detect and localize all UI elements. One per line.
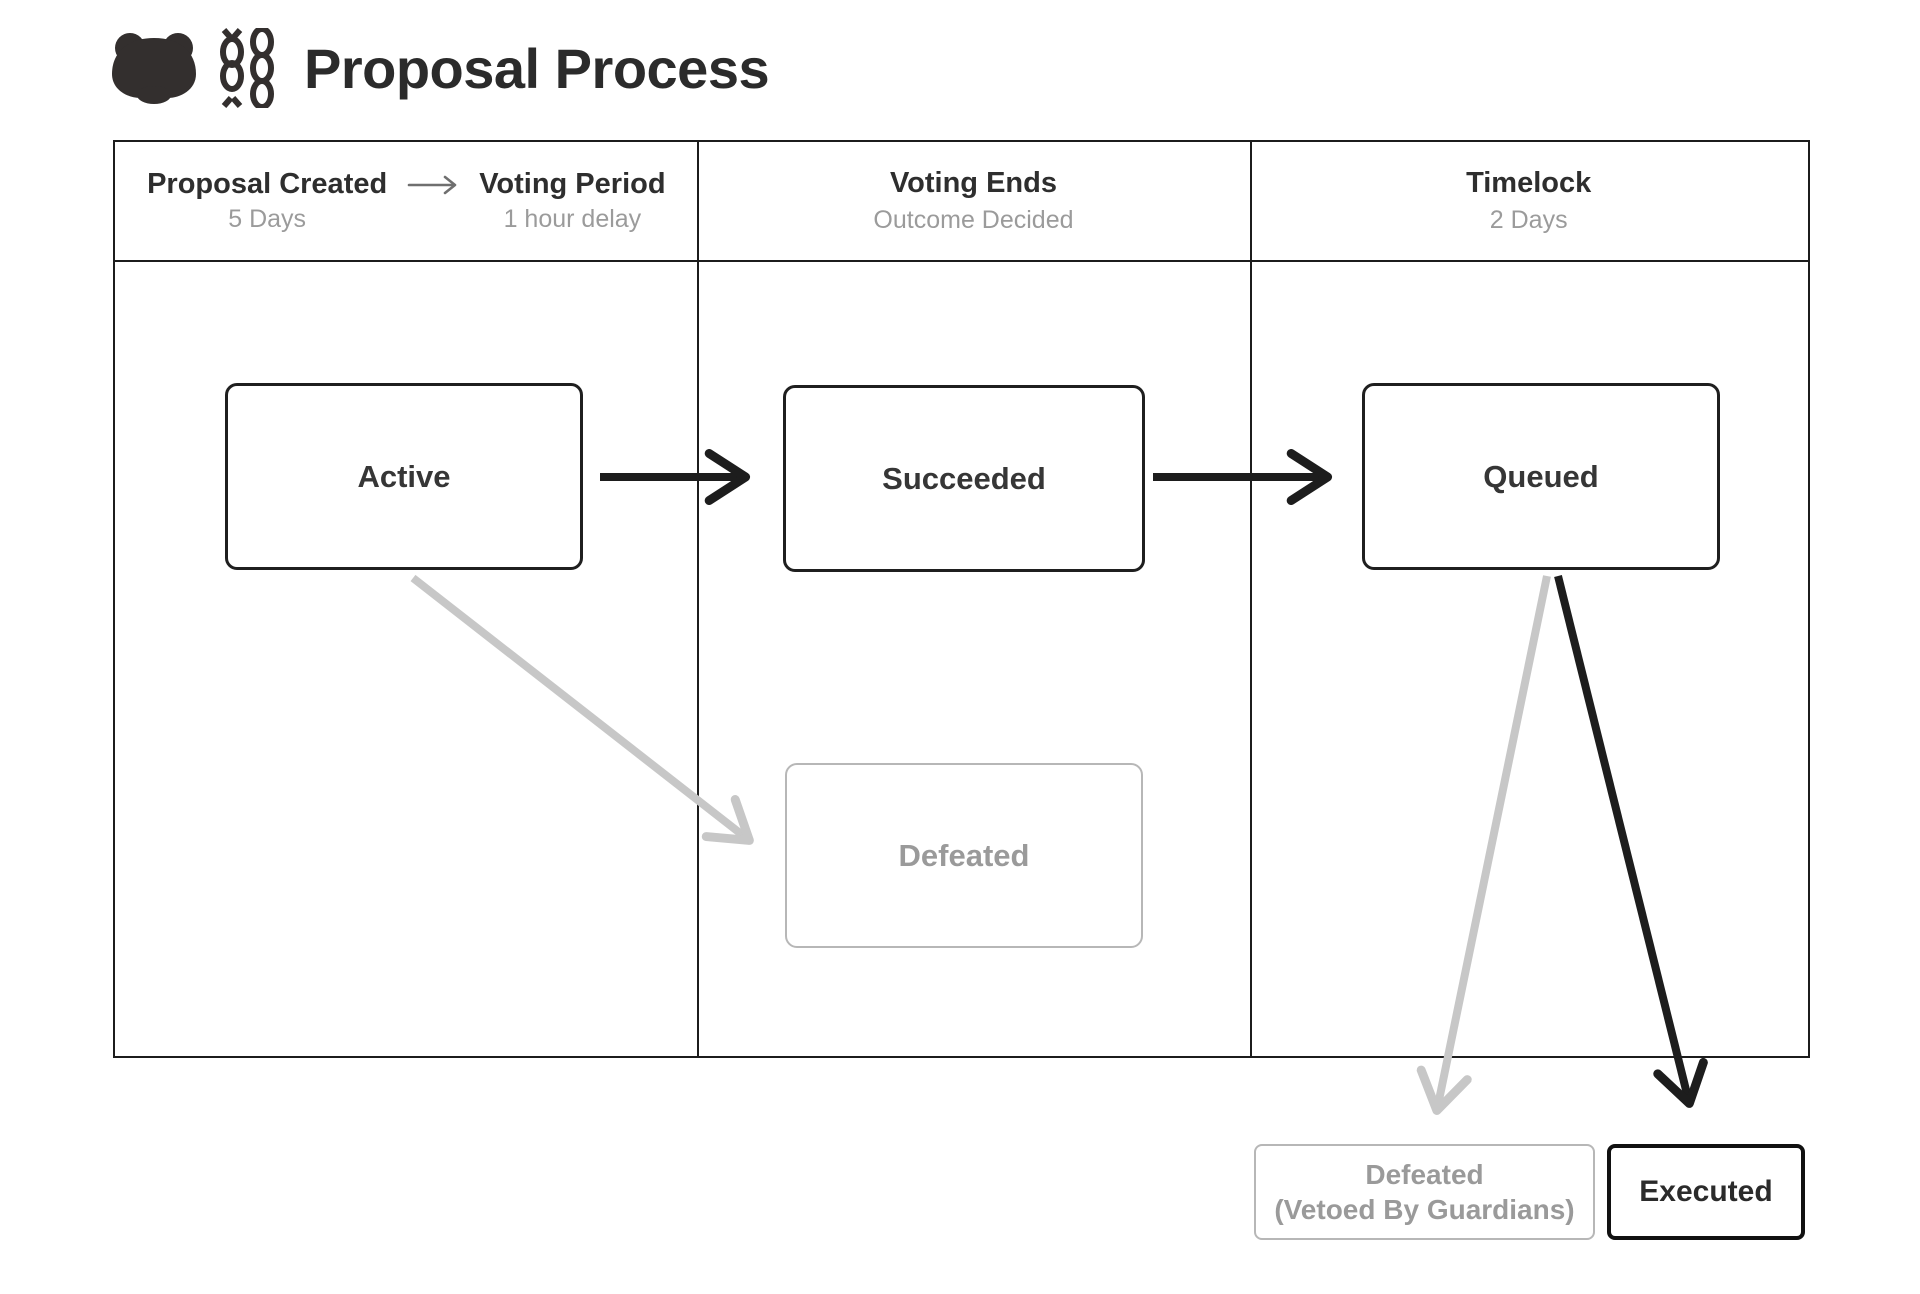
state-box-active: Active [225,383,583,570]
state-label: Active [357,458,451,494]
state-box-defeated-vetoed: Defeated (Vetoed By Guardians) [1254,1144,1595,1240]
header-title: Voting Period [479,168,666,200]
header-subtitle: 2 Days [1489,206,1568,234]
state-box-defeated: Defeated [785,763,1143,948]
column-divider-1 [697,142,699,1056]
state-box-succeeded: Succeeded [783,385,1145,572]
state-label: Executed [1639,1175,1773,1208]
state-box-queued: Queued [1362,383,1720,570]
state-label-line1: Defeated [1365,1159,1484,1190]
page-header: Proposal Process [108,28,770,108]
state-label-line2: (Vetoed By Guardians) [1274,1194,1575,1225]
header-subtitle: 1 hour delay [503,205,642,233]
state-label: Succeeded [882,460,1046,496]
header-subtitle: Outcome Decided [873,206,1074,234]
bear-icon [112,33,196,104]
column-header-voting-ends: Voting Ends Outcome Decided [698,142,1250,260]
header-subtitle: 5 Days [228,205,307,233]
right-arrow-icon [407,175,457,194]
table-header-row: Proposal Created Voting Period 5 Days 1 … [115,142,1808,262]
header-title: Voting Ends [889,167,1057,199]
state-label: Queued [1483,458,1599,494]
column-header-proposal-created: Proposal Created Voting Period 5 Days 1 … [115,142,698,260]
state-label: Defeated (Vetoed By Guardians) [1274,1157,1574,1227]
header-title: Timelock [1466,167,1592,199]
page-title: Proposal Process [304,36,770,100]
state-box-executed: Executed [1607,1144,1805,1240]
column-header-timelock: Timelock 2 Days [1249,142,1808,260]
chain-icon [220,28,274,108]
header-title: Proposal Created [147,168,388,200]
column-divider-2 [1250,142,1252,1056]
state-label: Defeated [898,837,1030,873]
